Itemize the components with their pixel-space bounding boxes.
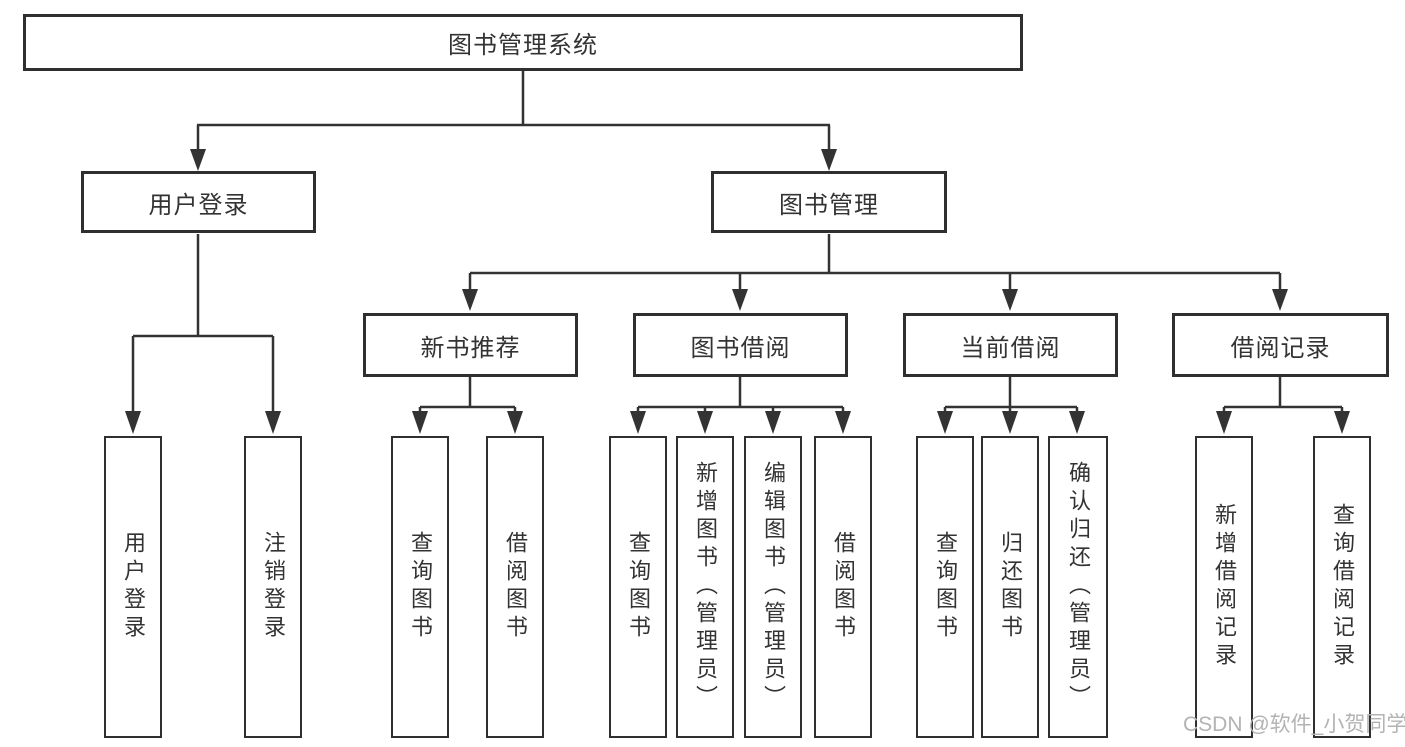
node-new-book-recommendation: 新书推荐 (363, 313, 578, 377)
arrowheads-borrowing-records-children (1216, 411, 1350, 434)
leaf-label: 用户登录 (121, 531, 146, 643)
leaf-label: 查询图书 (408, 531, 433, 643)
connector-borrowing-records-children (1222, 377, 1344, 414)
node-current-borrowing: 当前借阅 (903, 313, 1118, 377)
arrowheads-current-borrowing-children (937, 411, 1085, 434)
connector-root-to-level2 (196, 70, 831, 152)
watermark-text: CSDN @软件_小贺同学 (1183, 713, 1405, 736)
node-leaf-return-book: 归还图书 (981, 436, 1039, 738)
node-leaf-logout: 注销登录 (244, 436, 302, 738)
arrowheads-level2 (190, 149, 837, 171)
node-leaf-borrow-books-2: 借阅图书 (814, 436, 872, 738)
arrowheads-user-login-children (125, 411, 281, 434)
leaf-label: 确认归还（管理员） (1066, 461, 1091, 713)
node-book-management: 图书管理 (711, 171, 947, 233)
node-leaf-query-borrow-record: 查询借阅记录 (1313, 436, 1371, 738)
node-leaf-query-books-1: 查询图书 (391, 436, 449, 738)
node-leaf-query-books-3: 查询图书 (916, 436, 974, 738)
node-user-login: 用户登录 (81, 171, 316, 233)
leaf-label: 借阅图书 (503, 531, 528, 643)
connector-book-management-children (468, 234, 1282, 292)
connector-current-borrowing-children (943, 377, 1079, 414)
leaf-label: 查询图书 (933, 531, 958, 643)
node-leaf-edit-book-admin: 编辑图书（管理员） (744, 436, 802, 738)
node-leaf-borrow-books-1: 借阅图书 (486, 436, 544, 738)
leaf-label: 注销登录 (261, 531, 286, 643)
node-leaf-confirm-return-admin: 确认归还（管理员） (1048, 436, 1108, 738)
leaf-label: 查询图书 (626, 531, 651, 643)
node-book-borrowing: 图书借阅 (633, 313, 848, 377)
node-library-management-system: 图书管理系统 (23, 14, 1023, 71)
arrowheads-new-book-children (412, 411, 523, 434)
node-leaf-user-login: 用户登录 (104, 436, 162, 738)
arrowheads-level3 (462, 289, 1288, 311)
leaf-label: 新增图书（管理员） (693, 461, 718, 713)
node-leaf-add-borrow-record: 新增借阅记录 (1195, 436, 1253, 738)
arrowheads-book-borrowing-children (630, 411, 851, 434)
leaf-label: 归还图书 (998, 531, 1023, 643)
leaf-label: 新增借阅记录 (1212, 503, 1237, 671)
node-leaf-query-books-2: 查询图书 (609, 436, 667, 738)
node-borrowing-records: 借阅记录 (1172, 313, 1389, 377)
connector-book-borrowing-children (636, 377, 845, 414)
connector-user-login-children (131, 234, 275, 414)
leaf-label: 查询借阅记录 (1330, 503, 1355, 671)
leaf-label: 借阅图书 (831, 531, 856, 643)
leaf-label: 编辑图书（管理员） (761, 461, 786, 713)
connector-new-book-children (418, 377, 517, 414)
node-leaf-add-book-admin: 新增图书（管理员） (676, 436, 734, 738)
